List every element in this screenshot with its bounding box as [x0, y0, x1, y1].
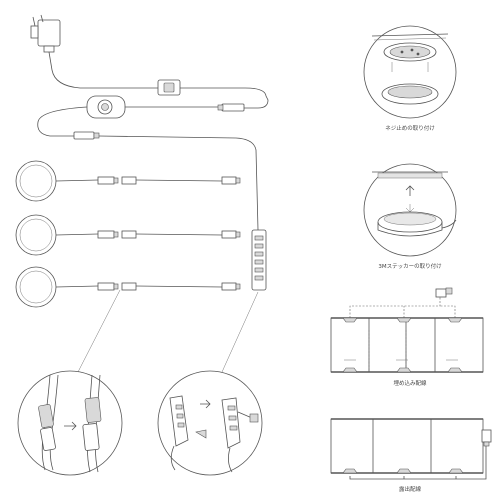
leader-line-right [221, 291, 259, 373]
puck-light-1 [15, 160, 241, 202]
zoom-connector-detail [17, 370, 123, 476]
main-trunk-cable [98, 135, 259, 231]
arrow-right-icon [200, 399, 211, 409]
screw-mount-detail [363, 25, 457, 119]
caption-recessed-wiring: 埋め込み配線 [393, 381, 427, 387]
zoom-hub-detail [157, 370, 263, 476]
puck-light-2 [15, 214, 241, 256]
caption-screw-mount: ネジ止めの取り付け [385, 126, 435, 132]
dc-connector [217, 103, 245, 112]
arrow-up-icon [405, 185, 415, 196]
leader-line-left [77, 289, 121, 373]
tape-mount-detail [363, 163, 457, 257]
puck-light-3 [15, 266, 241, 308]
caption-surface-wiring: 露出配線 [398, 487, 422, 493]
arrow-right-icon [64, 421, 77, 431]
power-adapter [30, 14, 61, 53]
surface-wiring-diagram [330, 418, 492, 480]
caption-tape-mount: 3Mステッカーの取り付け [378, 264, 442, 270]
adapter-cable [48, 51, 158, 89]
dimmer-cable [37, 106, 88, 137]
dimmer-controller [86, 95, 126, 119]
dimmer-output-connector [73, 131, 100, 140]
switch-cable [180, 87, 269, 109]
distribution-hub [251, 229, 267, 291]
recessed-wiring-diagram [330, 287, 484, 373]
inline-switch [157, 79, 181, 96]
